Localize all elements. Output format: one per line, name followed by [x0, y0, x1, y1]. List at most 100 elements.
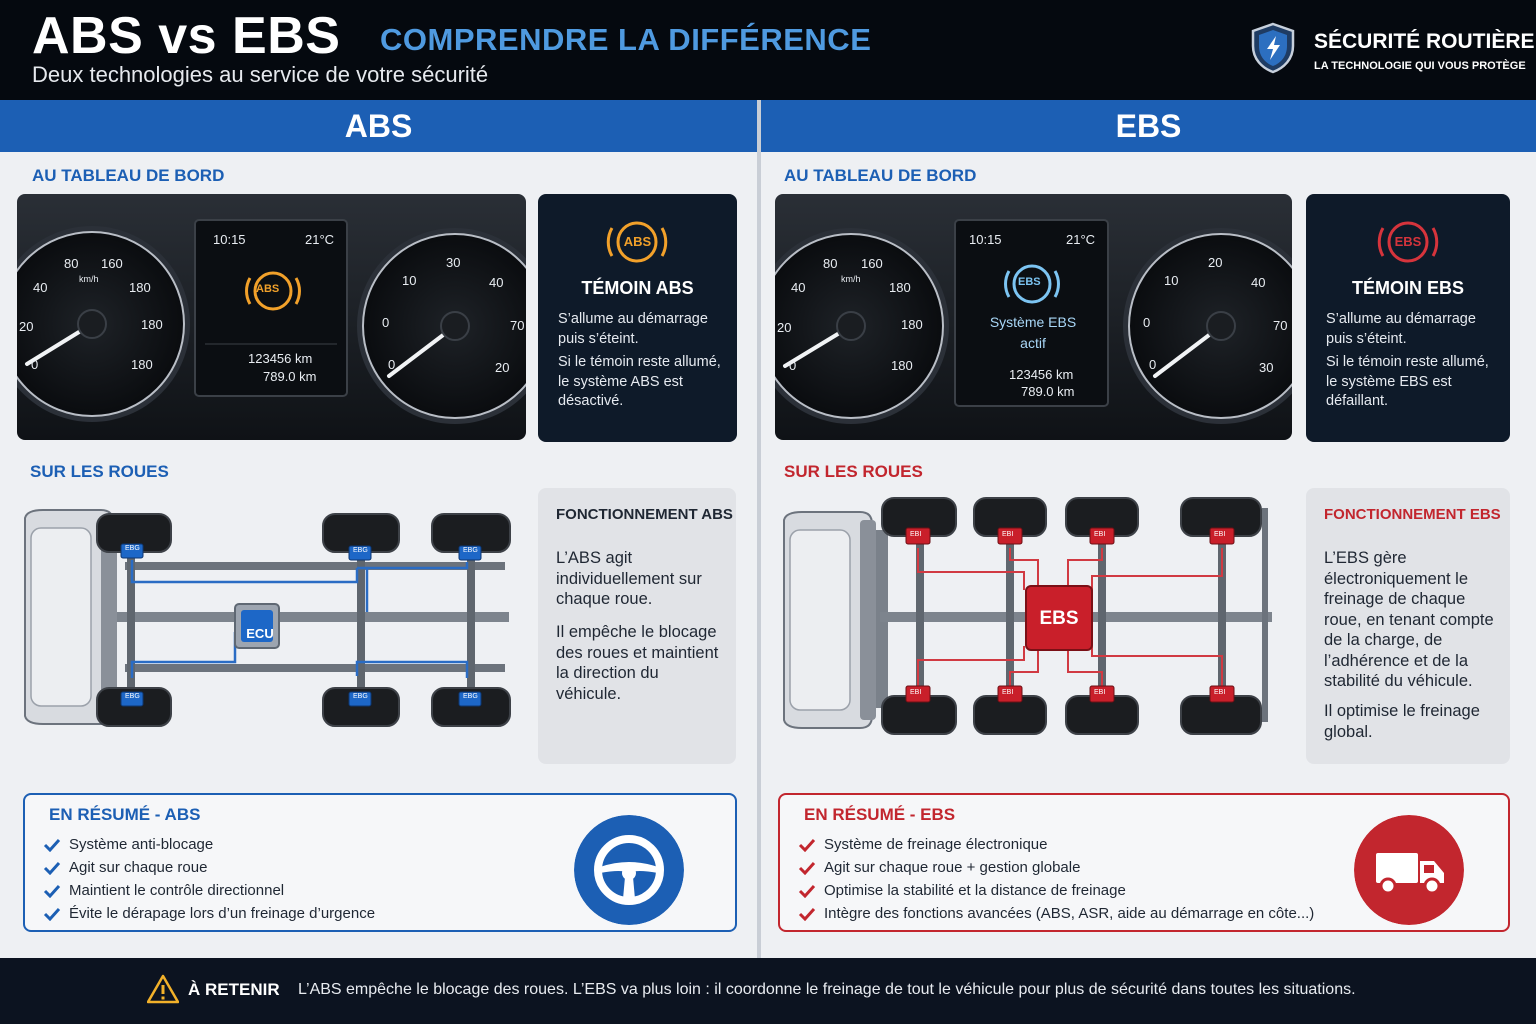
shield-icon [1251, 22, 1295, 74]
abs-lamp-icon [606, 221, 668, 263]
ebs-column-header: EBS [761, 100, 1536, 152]
list-item: Agit sur chaque roue [43, 856, 375, 879]
check-icon [798, 838, 816, 852]
abs-wheels-diagram: ECU EBG EBG EBG EBG EBG EBG [17, 492, 517, 742]
wheel-sensor-label: EBI [1002, 531, 1014, 538]
ebs-function-text-1: L’EBS gère électroniquement le freinage … [1324, 549, 1494, 690]
abs-wheels-title: SUR LES ROUES [30, 462, 169, 481]
list-item: Évite le dérapage lors d’un freinage d’u… [43, 902, 375, 925]
gauge-label: 0 [1149, 357, 1157, 372]
wheel-sensor-label: EBG [463, 693, 478, 700]
page-header: ABS vs EBS COMPRENDRE LA DIFFÉRENCE Deux… [0, 0, 1536, 100]
abs-summary-item: Évite le dérapage lors d’un freinage d’u… [69, 905, 376, 922]
gauge-label: 0 [1143, 315, 1151, 330]
ebs-summary-item: Agit sur chaque roue + gestion globale [824, 859, 1081, 876]
wheel-sensor-label: EBI [910, 689, 922, 696]
gauge-label: 160 [101, 256, 123, 271]
list-item: Agit sur chaque roue + gestion globale [798, 856, 1314, 879]
ebs-function-title: FONCTIONNEMENT EBS [1324, 506, 1501, 523]
gauge-label: 40 [791, 280, 806, 295]
gauge-label: 180 [889, 280, 911, 295]
wheel-sensor-label: EBI [1094, 531, 1106, 538]
gauge-label: 20 [495, 360, 510, 375]
abs-witness-text-2: Si le témoin reste allumé, le système AB… [558, 354, 721, 409]
ebs-witness-title: TÉMOIN EBS [1351, 278, 1464, 298]
gauge-label: 40 [33, 280, 48, 295]
abs-summary-title: EN RÉSUMÉ - ABS [49, 805, 201, 824]
gauge-label: 0 [382, 315, 390, 330]
wheel-sensor-label: EBI [1002, 689, 1014, 696]
ebs-witness-card: EBS TÉMOIN EBS S’allume au démarrage pui… [1306, 194, 1510, 442]
gauge-label: 20 [1208, 255, 1223, 270]
gauge-label: 30 [1259, 360, 1274, 375]
abs-dash-odometer: 123456 km [248, 351, 313, 366]
ebs-witness-text-1: S’allume au démarrage puis s’éteint. [1326, 311, 1476, 347]
warning-icon [147, 974, 179, 1004]
page-tagline: Deux technologies au service de votre sé… [32, 62, 489, 87]
ebs-active-lamp-icon [1004, 264, 1060, 304]
ebs-lamp-icon [1377, 221, 1439, 263]
ebs-function-card: FONCTIONNEMENT EBS L’EBS gère électroniq… [1306, 488, 1510, 764]
abs-function-text-1: L’ABS agit individuellement sur chaque r… [556, 549, 702, 608]
page-subtitle: COMPRENDRE LA DIFFÉRENCE [380, 22, 872, 57]
ebs-dash-temp: 21°C [1066, 232, 1096, 247]
wheel-sensor-label: EBG [353, 693, 368, 700]
check-icon [43, 907, 61, 921]
ebs-chassis-drawing [783, 497, 1272, 735]
check-icon [43, 861, 61, 875]
wheel-sensor-label: EBI [910, 531, 922, 538]
ebs-cluster-drawing [775, 194, 1292, 440]
check-icon [798, 884, 816, 898]
abs-summary-item: Agit sur chaque roue [69, 859, 208, 876]
gauge-label: 40 [489, 275, 504, 290]
column-divider [757, 100, 761, 958]
gauge-label: 10 [1164, 273, 1179, 288]
ebs-witness-text-2: Si le témoin reste allumé, le système EB… [1326, 354, 1489, 409]
abs-column-header: ABS [0, 100, 757, 152]
gauge-label: 40 [1251, 275, 1266, 290]
ebs-wheels-title: SUR LES ROUES [784, 462, 923, 481]
abs-warning-lamp-icon [245, 271, 301, 311]
abs-cluster-drawing [17, 194, 526, 440]
ebs-wheels-diagram: EBS EBI EBI EBI EBI EBI EBI EBI EBI [776, 490, 1280, 740]
steering-wheel-icon [574, 815, 684, 925]
ebs-lamp-label: EBS [1394, 234, 1422, 249]
ebs-summary-box: EN RÉSUMÉ - EBS Système de freinage élec… [778, 793, 1510, 932]
check-icon [798, 907, 816, 921]
ebs-dash-trip: 789.0 km [1021, 384, 1075, 399]
abs-dash-trip: 789.0 km [263, 369, 317, 384]
gauge-unit: km/h [841, 274, 861, 284]
abs-dashboard-title: AU TABLEAU DE BORD [32, 166, 225, 185]
ebs-summary-item: Optimise la stabilité et la distance de … [824, 882, 1126, 899]
wheel-sensor-label: EBI [1094, 689, 1106, 696]
check-icon [798, 861, 816, 875]
list-item: Système de freinage électronique [798, 833, 1314, 856]
gauge-unit: km/h [79, 274, 99, 284]
ebs-dash-icon-label: EBS [1018, 276, 1041, 288]
gauge-label: 70 [510, 318, 525, 333]
list-item: Système anti-blocage [43, 833, 375, 856]
abs-witness-text-1: S’allume au démarrage puis s’éteint. [558, 311, 708, 347]
abs-dash-temp: 21°C [305, 232, 335, 247]
footer-label: À RETENIR [188, 980, 280, 999]
footer-banner: À RETENIR L’ABS empêche le blocage des r… [0, 958, 1536, 1024]
truck-icon [1354, 815, 1464, 925]
brand-name: SÉCURITÉ ROUTIÈRE [1314, 30, 1535, 53]
brand-logo: SÉCURITÉ ROUTIÈRE LA TECHNOLOGIE QUI VOU… [1250, 22, 1535, 78]
gauge-label: 80 [823, 256, 838, 271]
ebs-dash-status: Système EBS actif [989, 314, 1077, 351]
abs-dashboard-cluster: 10:15 21°C ABS 123456 km 789.0 km 80 160… [17, 194, 526, 440]
abs-summary-box: EN RÉSUMÉ - ABS Système anti-blocage Agi… [23, 793, 737, 932]
ebs-summary-title: EN RÉSUMÉ - EBS [804, 805, 956, 824]
check-icon [43, 838, 61, 852]
gauge-label: 0 [31, 357, 39, 372]
ebs-summary-item: Système de freinage électronique [824, 836, 1048, 853]
brand-tagline: LA TECHNOLOGIE QUI VOUS PROTÈGE [1314, 60, 1526, 72]
check-icon [43, 884, 61, 898]
abs-function-text-2: Il empêche le blocage des roues et maint… [556, 623, 719, 703]
list-item: Optimise la stabilité et la distance de … [798, 879, 1314, 902]
wheel-sensor-label: EBG [463, 547, 478, 554]
ebs-function-text-2: Il optimise le freinage global. [1324, 702, 1480, 741]
abs-witness-title: TÉMOIN ABS [581, 278, 694, 298]
gauge-label: 30 [446, 255, 461, 270]
